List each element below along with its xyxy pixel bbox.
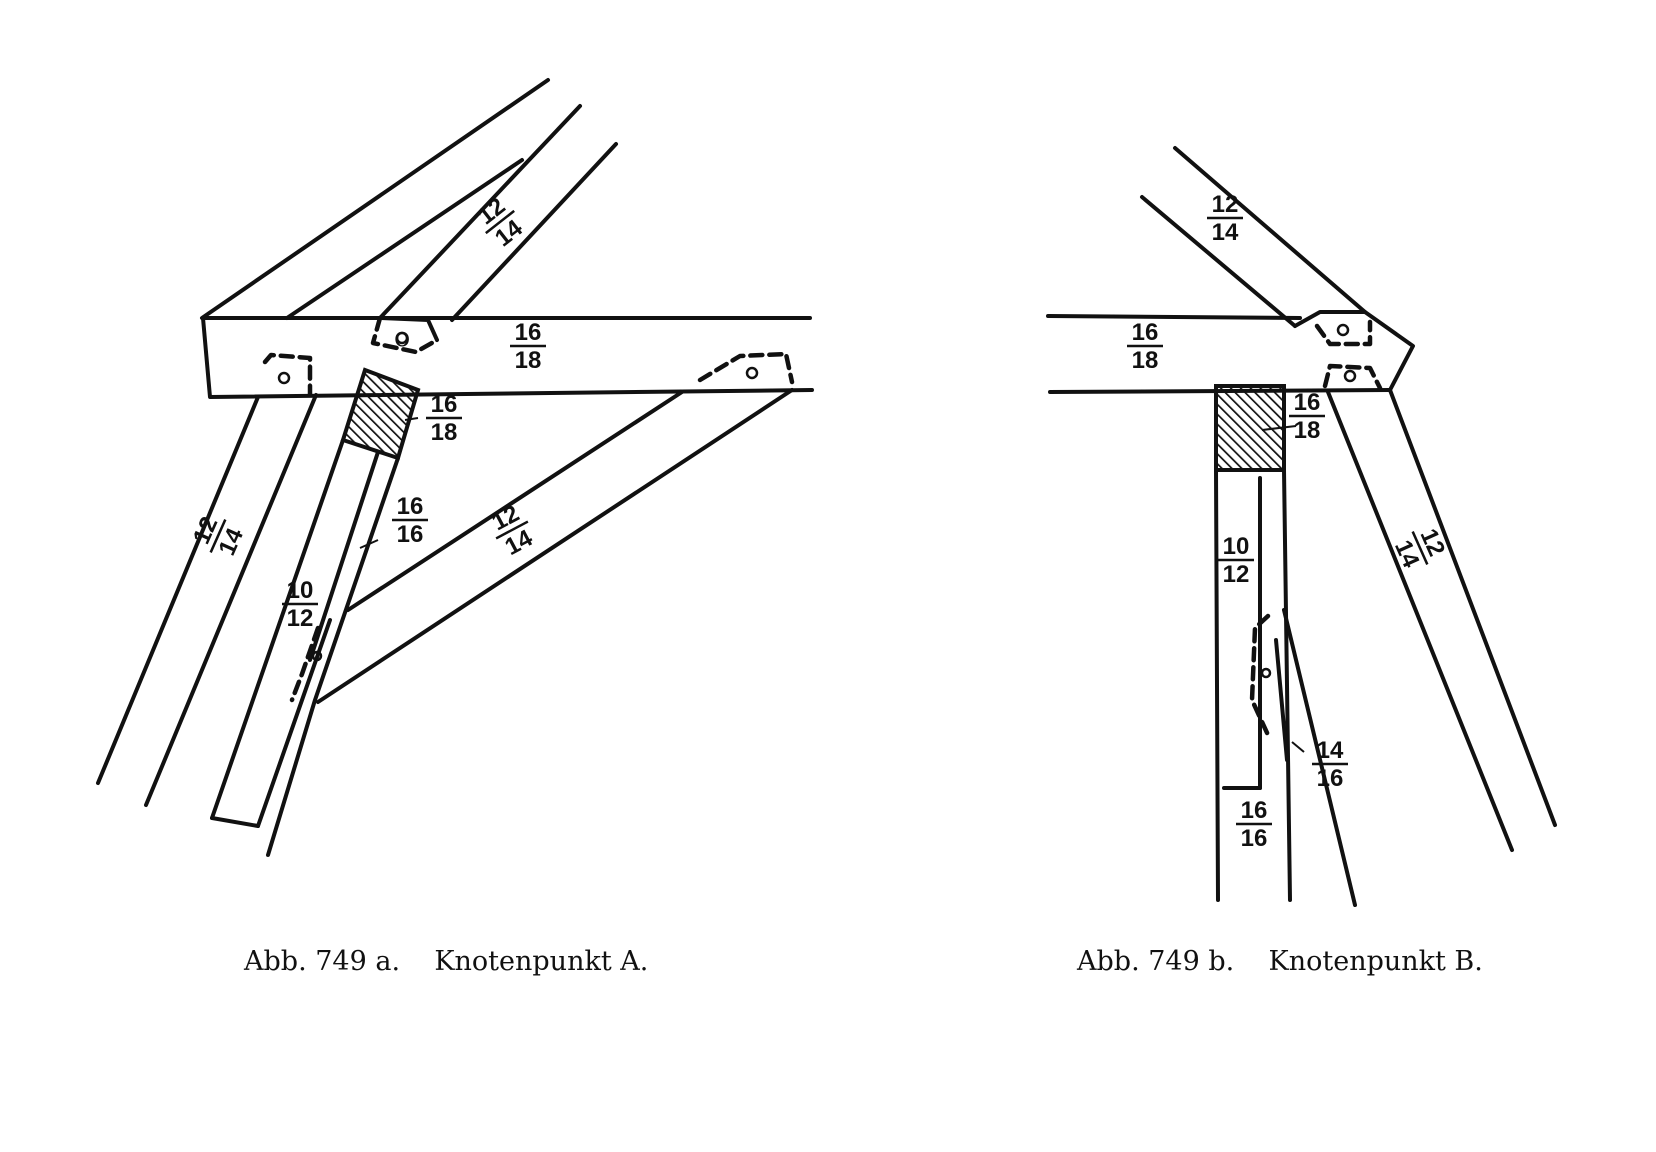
joint-a-strut-bolt	[395, 331, 409, 345]
joint-a-left-bolt-plate	[262, 352, 313, 398]
fraction-numerator: 14	[1317, 737, 1344, 764]
fraction-bar	[495, 520, 529, 540]
joint-b-post-bolt-plate	[1249, 613, 1271, 738]
joint-a-small-post-inner	[256, 618, 332, 828]
fraction-denominator: 18	[431, 419, 458, 446]
fraction-numerator: 12	[1212, 191, 1239, 218]
joint-a-post-left-inner	[308, 450, 380, 662]
fraction-denominator: 18	[515, 347, 542, 374]
fraction-denominator: 16	[1317, 765, 1344, 792]
joint-a-right-bolt-plate	[697, 351, 795, 385]
joint-b-upper-strut-outer	[1173, 146, 1367, 314]
joint-b-brace-inner	[1274, 638, 1289, 762]
fraction-numerator: 16	[515, 319, 542, 346]
joint-a-drawing	[96, 78, 814, 857]
fraction-numerator: 10	[287, 577, 314, 604]
joint-b-section-leader	[1261, 425, 1297, 431]
fraction-numerator: 16	[397, 493, 424, 520]
joint-b-drawing	[1046, 146, 1557, 907]
joint-a-left-strut-inner	[144, 393, 318, 807]
fraction-numerator: 10	[1223, 533, 1250, 560]
fraction-bar	[485, 209, 515, 235]
fraction-denominator: 18	[1294, 417, 1321, 444]
fraction-denominator: 16	[397, 521, 424, 548]
fraction-denominator: 16	[1241, 825, 1268, 852]
joint-a-upper-rafter-outer	[200, 78, 550, 320]
joint-a-diagonal-lower	[316, 388, 794, 704]
fraction-denominator: 18	[1132, 347, 1159, 374]
joint-a-lower-bolt	[311, 650, 323, 662]
fraction-numerator: 16	[431, 391, 458, 418]
caption-figure-b: Abb. 749 b. Knotenpunkt B.	[1076, 946, 1483, 977]
joint-b-upper-bolt	[1336, 323, 1350, 337]
joint-b-post-left	[1214, 468, 1220, 902]
joint-a-right-bolt	[745, 366, 759, 380]
joint-a-post-left	[210, 438, 345, 820]
fraction-denominator: 12	[1223, 561, 1250, 588]
joint-a-upper-rafter-inner	[285, 158, 524, 320]
joint-b-right-strut-inner	[1326, 390, 1514, 852]
joint-a-post-foot	[210, 816, 260, 828]
joint-b-post-bolt	[1260, 667, 1272, 679]
joint-a-left-strut-outer	[96, 395, 260, 785]
joint-b-brace-outer	[1282, 608, 1357, 907]
joint-a-top-bolt-label: o	[394, 322, 410, 353]
joint-a-upper-strut-left	[378, 104, 582, 320]
caption-figure-a: Abb. 749 a. Knotenpunkt A.	[243, 946, 648, 977]
joint-a-lower-bolt-plate	[289, 625, 321, 703]
joint-a-post-right	[266, 456, 400, 857]
joint-b-upper-strut-inner	[1140, 195, 1297, 328]
joint-b-upper-bolt-plate	[1314, 319, 1373, 347]
fraction-bar	[1411, 531, 1429, 565]
joint-b-right-strut-outer	[1388, 388, 1557, 827]
joint-b-beam-top	[1046, 314, 1302, 320]
fraction-denominator: 12	[287, 605, 314, 632]
joint-a-post-leader	[359, 539, 379, 549]
joint-a-left-bolt	[277, 371, 291, 385]
fraction-numerator: 16	[1132, 319, 1159, 346]
joint-a-strut-bolt-plate	[370, 315, 440, 355]
joint-b-lower-bolt-plate	[1322, 363, 1383, 391]
joint-a-main-beam	[201, 316, 814, 399]
joint-a-section-leader	[404, 417, 419, 421]
fraction-denominator: 14	[1212, 219, 1239, 246]
joint-a-upper-strut-right	[450, 142, 618, 322]
joint-b-strut-notch	[1293, 310, 1415, 392]
fraction-bar	[209, 519, 227, 553]
joint-b-lower-bolt	[1343, 369, 1357, 383]
joint-b-brace-leader	[1291, 741, 1305, 753]
joint-b-post-right	[1282, 468, 1292, 902]
joint-a-beam-cross-section	[340, 367, 421, 461]
joint-a-diagonal-upper	[346, 390, 684, 612]
fraction-numerator: 16	[1294, 389, 1321, 416]
fraction-numerator: 16	[1241, 797, 1268, 824]
